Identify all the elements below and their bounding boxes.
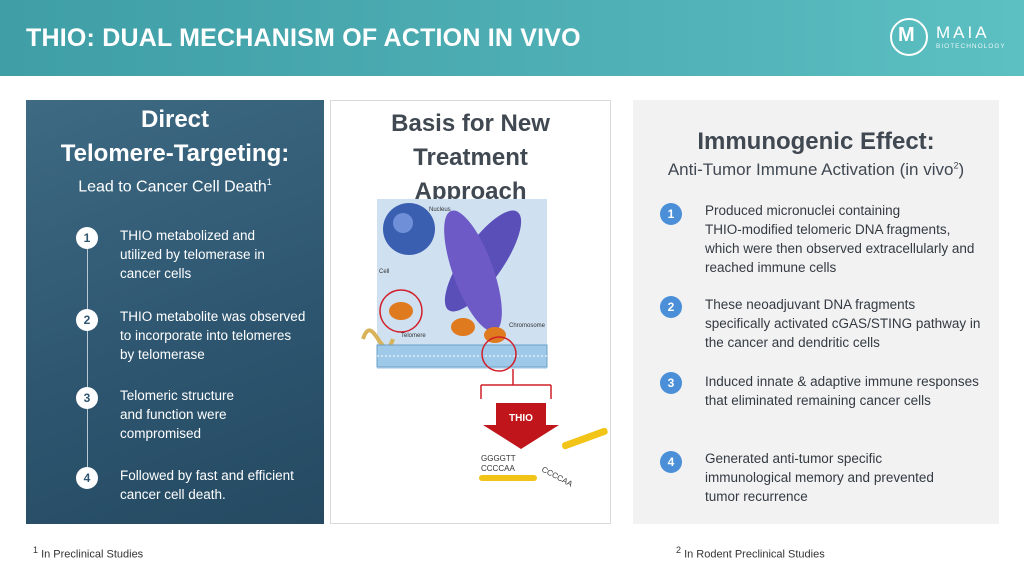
left-step-number: 1 <box>76 227 98 249</box>
left-step-number: 3 <box>76 387 98 409</box>
left-step-text: THIO metabolized and utilized by telomer… <box>120 226 330 283</box>
text-line: These neoadjuvant DNA fragments <box>705 297 916 312</box>
header-bar: THIO: DUAL MECHANISM OF ACTION IN VIVO M… <box>0 0 1024 76</box>
dna-fragment-icon <box>479 475 537 481</box>
left-title-line1: Direct <box>140 106 210 133</box>
text-line: which were then observed extracellularly… <box>705 241 975 256</box>
dna-fragment-icon <box>561 427 608 450</box>
right-step-text: Generated anti-tumor specific immunologi… <box>705 449 995 506</box>
text-line: compromised <box>120 426 202 441</box>
telomere-cap-icon <box>484 327 506 343</box>
text-line: Produced micronuclei containing <box>705 203 901 218</box>
thio-arrow-icon <box>483 403 559 449</box>
text-line: cancer cells <box>120 266 192 281</box>
nucleus-highlight <box>393 213 413 233</box>
logo-m-icon: M <box>898 24 915 46</box>
direct-telomere-panel: Direct Telomere-Targeting: Lead to Cance… <box>26 100 324 524</box>
footnote-right: 2 In Rodent Preclinical Studies <box>676 545 825 561</box>
sequence-diagonal: CCCCAA <box>540 465 575 489</box>
text-line: Followed by fast and efficient <box>120 468 294 483</box>
thio-label: THIO <box>509 413 533 424</box>
right-step-text: These neoadjuvant DNA fragments specific… <box>705 295 995 352</box>
zoom-bracket-icon <box>480 369 552 399</box>
right-title: Immunogenic Effect: <box>697 128 935 155</box>
chromosome-arm-icon <box>444 210 502 332</box>
footnote-right-sup: 2 <box>676 545 682 555</box>
text-line: utilized by telomerase in <box>120 247 265 262</box>
text-line: tumor recurrence <box>705 489 808 504</box>
text-line: THIO metabolite was observed <box>120 309 306 324</box>
logo-subtitle: BIOTECHNOLOGY <box>936 43 1006 50</box>
text-line: the cancer and dendritic cells <box>705 335 880 350</box>
zoom-circle-icon <box>379 289 423 333</box>
center-title-line: Treatment <box>413 144 528 171</box>
right-step-number: 1 <box>660 203 682 225</box>
left-step-number: 2 <box>76 309 98 331</box>
right-step-number: 4 <box>660 451 682 473</box>
text-line: that eliminated remaining cancer cells <box>705 393 931 408</box>
treatment-basis-panel: Basis for New Treatment Approach Nucleus… <box>330 100 611 524</box>
footnote-left-sup: 1 <box>33 545 39 555</box>
text-line: THIO-modified telomeric DNA fragments, <box>705 222 951 237</box>
left-step-text: THIO metabolite was observed to incorpor… <box>120 307 330 364</box>
left-step-text: Telomeric structure and function were co… <box>120 386 330 443</box>
left-step-number: 4 <box>76 467 98 489</box>
center-title: Basis for New Treatment Approach <box>331 107 610 209</box>
sequence-top: GGGGTT <box>481 454 516 463</box>
footnote-right-text: In Rodent Preclinical Studies <box>684 548 825 561</box>
text-line: cancer cell death. <box>120 487 226 502</box>
right-subtitle-text: Anti-Tumor Immune Activation (in vivo <box>667 160 954 179</box>
telomere-cap-icon <box>451 318 475 336</box>
zoom-circle-icon <box>481 336 517 372</box>
left-title-line2: Telomere-Targeting: <box>60 140 290 167</box>
text-line: to incorporate into telomeres <box>120 328 292 343</box>
right-subtitle-sup: 2 <box>953 160 959 171</box>
telomere-illustration: Nucleus Cell Chromosome Telomere THIO GG… <box>361 199 608 489</box>
footnote-left-text: In Preclinical Studies <box>41 548 144 561</box>
chromosome-label: Chromosome <box>509 323 546 329</box>
maia-logo: M MAIA BIOTECHNOLOGY <box>890 18 1010 60</box>
telomere-cap-icon <box>389 302 413 320</box>
logo-circle-icon <box>890 18 928 56</box>
right-subtitle-end: ) <box>958 160 965 179</box>
center-title-line: Basis for New <box>391 110 550 137</box>
right-step-number: 3 <box>660 372 682 394</box>
footnote-left: 1 In Preclinical Studies <box>33 545 143 561</box>
text-line: THIO metabolized and <box>120 228 256 243</box>
right-subtitle: Anti-Tumor Immune Activation (in vivo2) <box>633 160 999 180</box>
text-line: Telomeric structure <box>120 388 235 403</box>
timeline-line <box>87 236 88 476</box>
nucleus-label: Nucleus <box>429 207 451 213</box>
text-line: reached immune cells <box>705 260 837 275</box>
immunogenic-effect-panel: Immunogenic Effect: Anti-Tumor Immune Ac… <box>633 100 999 524</box>
text-line: Induced innate & adaptive immune respons… <box>705 374 979 389</box>
text-line: specifically activated cGAS/STING pathwa… <box>705 316 981 331</box>
page-title: THIO: DUAL MECHANISM OF ACTION IN VIVO <box>26 24 581 52</box>
left-subtitle: Lead to Cancer Cell Death1 <box>26 177 324 196</box>
right-step-text: Produced micronuclei containing THIO-mod… <box>705 201 995 277</box>
left-subtitle-text: Lead to Cancer Cell Death <box>78 178 267 196</box>
text-line: Generated anti-tumor specific <box>705 451 883 466</box>
sequence-bottom: CCCCAA <box>481 464 515 473</box>
text-line: by telomerase <box>120 347 205 362</box>
text-line: and function were <box>120 407 227 422</box>
logo-name: MAIA <box>936 23 990 42</box>
left-subtitle-sup: 1 <box>266 177 272 187</box>
right-step-text: Induced innate & adaptive immune respons… <box>705 372 995 410</box>
right-step-number: 2 <box>660 296 682 318</box>
telomere-label: Telomere <box>401 333 426 339</box>
left-step-text: Followed by fast and efficient cancer ce… <box>120 466 330 504</box>
cell-label: Cell <box>379 269 389 275</box>
text-line: immunological memory and prevented <box>705 470 934 485</box>
